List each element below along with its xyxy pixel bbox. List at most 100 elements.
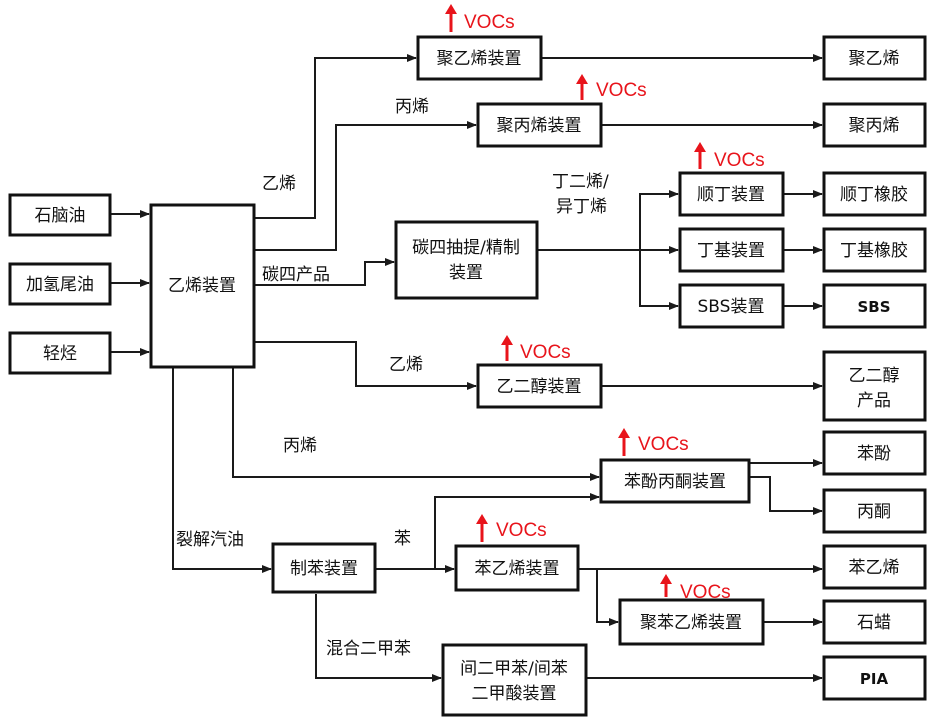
- pyrolysis-gasoline-line: [172, 367, 272, 573]
- product-wax-label: 石蜡: [857, 613, 891, 633]
- unit-eg-plant: 乙二醇装置: [476, 363, 603, 409]
- voc-marker-ps: VOCs: [660, 574, 731, 603]
- voc-marker-phenol: VOCs: [618, 428, 689, 456]
- benzene-to-phenol-line: [434, 493, 600, 569]
- stream-label-propylene-top: 丙烯: [395, 97, 429, 117]
- feed-naphtha-label: 石脑油: [35, 206, 86, 226]
- propylene-to-pp-line: [254, 121, 477, 251]
- voc-label-pe: VOCs: [464, 12, 515, 33]
- voc-marker-pp: VOCs: [576, 74, 647, 101]
- unit-c4-plant-label-1: 碳四抽提/精制: [412, 238, 520, 258]
- product-pe-label: 聚乙烯: [849, 49, 900, 69]
- propylene-to-phenol-line: [232, 367, 600, 481]
- product-iir-label: 丁基橡胶: [840, 241, 908, 261]
- ethylene-to-pe-line: [254, 54, 417, 219]
- product-styrene-label: 苯乙烯: [849, 558, 900, 578]
- unit-sm-plant: 苯乙烯装置: [454, 544, 580, 592]
- product-sbs-label: SBS: [857, 298, 890, 316]
- product-styrene: 苯乙烯: [822, 544, 927, 590]
- unit-pp-plant: 聚丙烯装置: [476, 102, 603, 148]
- product-wax: 石蜡: [822, 599, 927, 645]
- c4-to-sbs-line: [639, 250, 679, 310]
- stream-labels: 乙烯 丙烯 碳四产品 丁二烯/ 异丁烯 乙烯 丙烯 裂解汽油 苯 混合二甲苯: [176, 97, 609, 659]
- stream-label-mixed-xylene: 混合二甲苯: [326, 639, 411, 659]
- flow-lines: [111, 54, 823, 682]
- unit-pe-plant: 聚乙烯装置: [416, 35, 543, 81]
- voc-marker-br: VOCs: [694, 142, 765, 171]
- voc-label-pp: VOCs: [596, 80, 647, 101]
- feed-light-hydrocarbon-label: 轻烃: [43, 344, 77, 364]
- product-br: 顺丁橡胶: [822, 171, 927, 217]
- unit-pia-plant: 间二甲苯/间苯 二甲酸装置: [441, 643, 588, 717]
- stream-label-c4-products: 碳四产品: [262, 265, 330, 285]
- sm-to-ps-line: [596, 569, 619, 626]
- voc-arrowhead-icon: [476, 514, 488, 524]
- product-pp: 聚丙烯: [822, 102, 927, 148]
- product-pia-label: PIA: [860, 670, 889, 688]
- product-eg-label-1: 乙二醇: [849, 366, 900, 386]
- unit-phenol-plant-label: 苯酚丙酮装置: [624, 472, 726, 492]
- product-acetone-label: 丙酮: [857, 502, 891, 522]
- voc-arrowhead-icon: [618, 428, 630, 438]
- voc-label-sm: VOCs: [496, 520, 547, 541]
- unit-ethylene-plant: 乙烯装置: [149, 203, 256, 369]
- product-sbs: SBS: [822, 283, 927, 329]
- unit-iir-plant: 丁基装置: [678, 227, 785, 273]
- unit-sm-plant-label: 苯乙烯装置: [475, 559, 560, 579]
- voc-arrowhead-icon: [694, 142, 706, 152]
- unit-benzene-plant: 制苯装置: [271, 542, 377, 594]
- unit-sbs-plant: SBS装置: [678, 283, 785, 329]
- product-phenol-label: 苯酚: [857, 444, 891, 464]
- voc-marker-eg: VOCs: [501, 335, 571, 363]
- product-acetone: 丙酮: [822, 488, 927, 534]
- unit-pia-plant-label-1: 间二甲苯/间苯: [460, 659, 568, 679]
- product-phenol: 苯酚: [822, 430, 927, 476]
- unit-ps-plant-label: 聚苯乙烯装置: [640, 613, 742, 633]
- voc-label-phenol: VOCs: [638, 434, 689, 455]
- product-pe: 聚乙烯: [822, 35, 927, 81]
- unit-pia-plant-label-2: 二甲酸装置: [472, 684, 557, 704]
- product-pp-label: 聚丙烯: [849, 116, 900, 136]
- unit-benzene-plant-label: 制苯装置: [290, 559, 358, 579]
- unit-iir-plant-label: 丁基装置: [697, 241, 765, 261]
- stream-label-pyrolysis-gasoline: 裂解汽油: [176, 530, 244, 550]
- stream-label-butadiene-2: 异丁烯: [556, 197, 607, 217]
- unit-ethylene-plant-label: 乙烯装置: [168, 276, 236, 296]
- unit-pp-plant-label: 聚丙烯装置: [497, 116, 582, 136]
- product-iir: 丁基橡胶: [822, 227, 927, 273]
- ethylene-to-eg-line: [254, 341, 477, 390]
- feed-hydro-tail-oil: 加氢尾油: [8, 262, 112, 306]
- product-eg-label-2: 产品: [857, 391, 891, 411]
- unit-pe-plant-label: 聚乙烯装置: [437, 49, 522, 69]
- unit-ps-plant: 聚苯乙烯装置: [618, 598, 765, 646]
- voc-arrowhead-icon: [576, 74, 588, 84]
- unit-br-plant-label: 顺丁装置: [697, 185, 765, 205]
- product-eg: 乙二醇 产品: [822, 350, 927, 422]
- product-br-label: 顺丁橡胶: [840, 185, 908, 205]
- voc-label-br: VOCs: [714, 150, 765, 171]
- unit-phenol-plant: 苯酚丙酮装置: [599, 458, 751, 504]
- c4-to-br-line: [639, 190, 679, 250]
- unit-sbs-plant-label: SBS装置: [698, 297, 765, 317]
- feed-light-hydrocarbon: 轻烃: [8, 331, 112, 375]
- voc-marker-pe: VOCs: [445, 4, 515, 33]
- c4-to-extraction-line: [254, 258, 395, 286]
- product-pia: PIA: [822, 655, 927, 701]
- acetone-product-line: [749, 476, 823, 515]
- unit-c4-plant: 碳四抽提/精制 装置: [394, 220, 539, 300]
- voc-arrowhead-icon: [445, 4, 457, 14]
- feed-hydro-tail-oil-label: 加氢尾油: [26, 275, 94, 295]
- voc-label-eg: VOCs: [520, 342, 571, 363]
- unit-eg-plant-label: 乙二醇装置: [497, 377, 582, 397]
- unit-c4-plant-label-2: 装置: [449, 263, 483, 283]
- stream-label-benzene: 苯: [394, 529, 411, 549]
- feed-naphtha: 石脑油: [8, 193, 112, 237]
- voc-arrowhead-icon: [501, 335, 513, 345]
- mixed-xylene-line: [315, 594, 442, 682]
- stream-label-butadiene-1: 丁二烯/: [552, 172, 609, 192]
- stream-label-ethylene-mid: 乙烯: [389, 355, 423, 375]
- voc-marker-sm: VOCs: [476, 514, 547, 542]
- voc-arrowhead-icon: [660, 574, 672, 584]
- unit-br-plant: 顺丁装置: [678, 171, 785, 217]
